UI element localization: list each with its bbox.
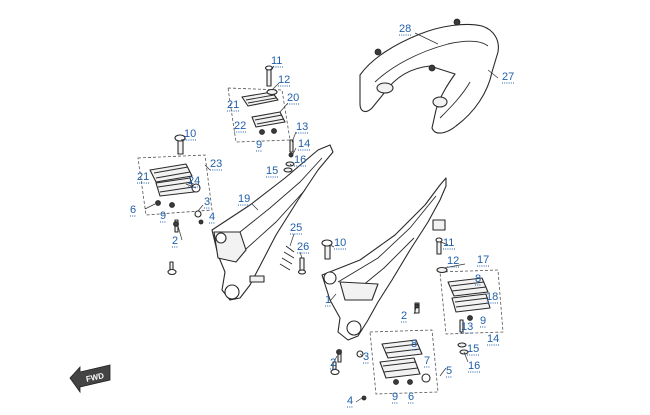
- right-footpeg-part: [447, 277, 491, 321]
- callout-number: 5: [446, 365, 452, 377]
- callout-number: 19: [238, 193, 250, 205]
- upper-left-footpeg-group-box: [227, 87, 291, 143]
- callout-number: 13: [296, 121, 308, 133]
- callout-number: 21: [137, 171, 149, 183]
- callout-number: 7: [424, 355, 430, 367]
- callout-number: 15: [266, 165, 278, 177]
- callout-number: 18: [486, 291, 498, 303]
- callout-number: 1: [325, 294, 331, 306]
- callout-number: 20: [287, 92, 299, 104]
- callout-number: 27: [502, 71, 514, 83]
- callout-number: 9: [256, 139, 262, 151]
- callout-number: 4: [209, 211, 215, 223]
- callout-number: 6: [130, 204, 136, 216]
- callout-number: 16: [294, 154, 306, 166]
- callout-number: 11: [271, 55, 282, 67]
- forward-arrow-label: FWD: [85, 371, 105, 384]
- callout-number: 16: [468, 360, 480, 372]
- right-footrest-bracket-part: [321, 177, 447, 341]
- left-footpeg-group-box: [137, 154, 213, 216]
- callout-number: 12: [447, 255, 459, 267]
- lower-footpeg-part: [379, 339, 431, 385]
- callout-number: 24: [188, 175, 200, 187]
- callout-number: 10: [184, 128, 196, 140]
- lower-footpeg-group-box: [369, 329, 439, 395]
- callout-number: 2: [330, 357, 336, 369]
- forward-arrow-icon: FWD: [69, 364, 111, 394]
- callout-number: 2: [172, 235, 178, 247]
- callout-number: 3: [204, 196, 210, 208]
- callout-number: 17: [477, 254, 489, 266]
- callout-number: 3: [363, 351, 369, 363]
- callout-number: 28: [399, 23, 411, 35]
- callout-number: 14: [487, 333, 499, 345]
- seat-cowl-part: [359, 18, 499, 134]
- upper-left-footpeg-part: [241, 91, 286, 135]
- leader-lines: [144, 32, 499, 403]
- callout-number: 25: [290, 222, 302, 234]
- callout-number: 4: [347, 395, 353, 407]
- callout-number: 8: [411, 338, 417, 350]
- callout-number: 21: [227, 99, 239, 111]
- callout-number: 22: [234, 120, 246, 132]
- callout-number: 2: [401, 310, 407, 322]
- callout-number: 6: [408, 391, 414, 403]
- callout-number: 9: [160, 210, 166, 222]
- callout-number: 9: [480, 315, 486, 327]
- left-footpeg-part: [149, 163, 201, 208]
- callout-number: 11: [443, 237, 454, 249]
- callout-number: 12: [278, 74, 290, 86]
- callout-number: 10: [334, 237, 346, 249]
- callout-number: 13: [461, 321, 473, 333]
- callout-number: 15: [467, 343, 479, 355]
- callout-number: 14: [298, 138, 310, 150]
- left-footrest-bracket-part: [211, 144, 334, 301]
- right-footpeg-group-box: [439, 269, 504, 335]
- callout-number: 8: [475, 273, 481, 285]
- callout-number: 9: [392, 391, 398, 403]
- callout-number: 26: [297, 241, 309, 253]
- bolts-and-washers: [167, 65, 469, 401]
- callout-number: 23: [210, 158, 222, 170]
